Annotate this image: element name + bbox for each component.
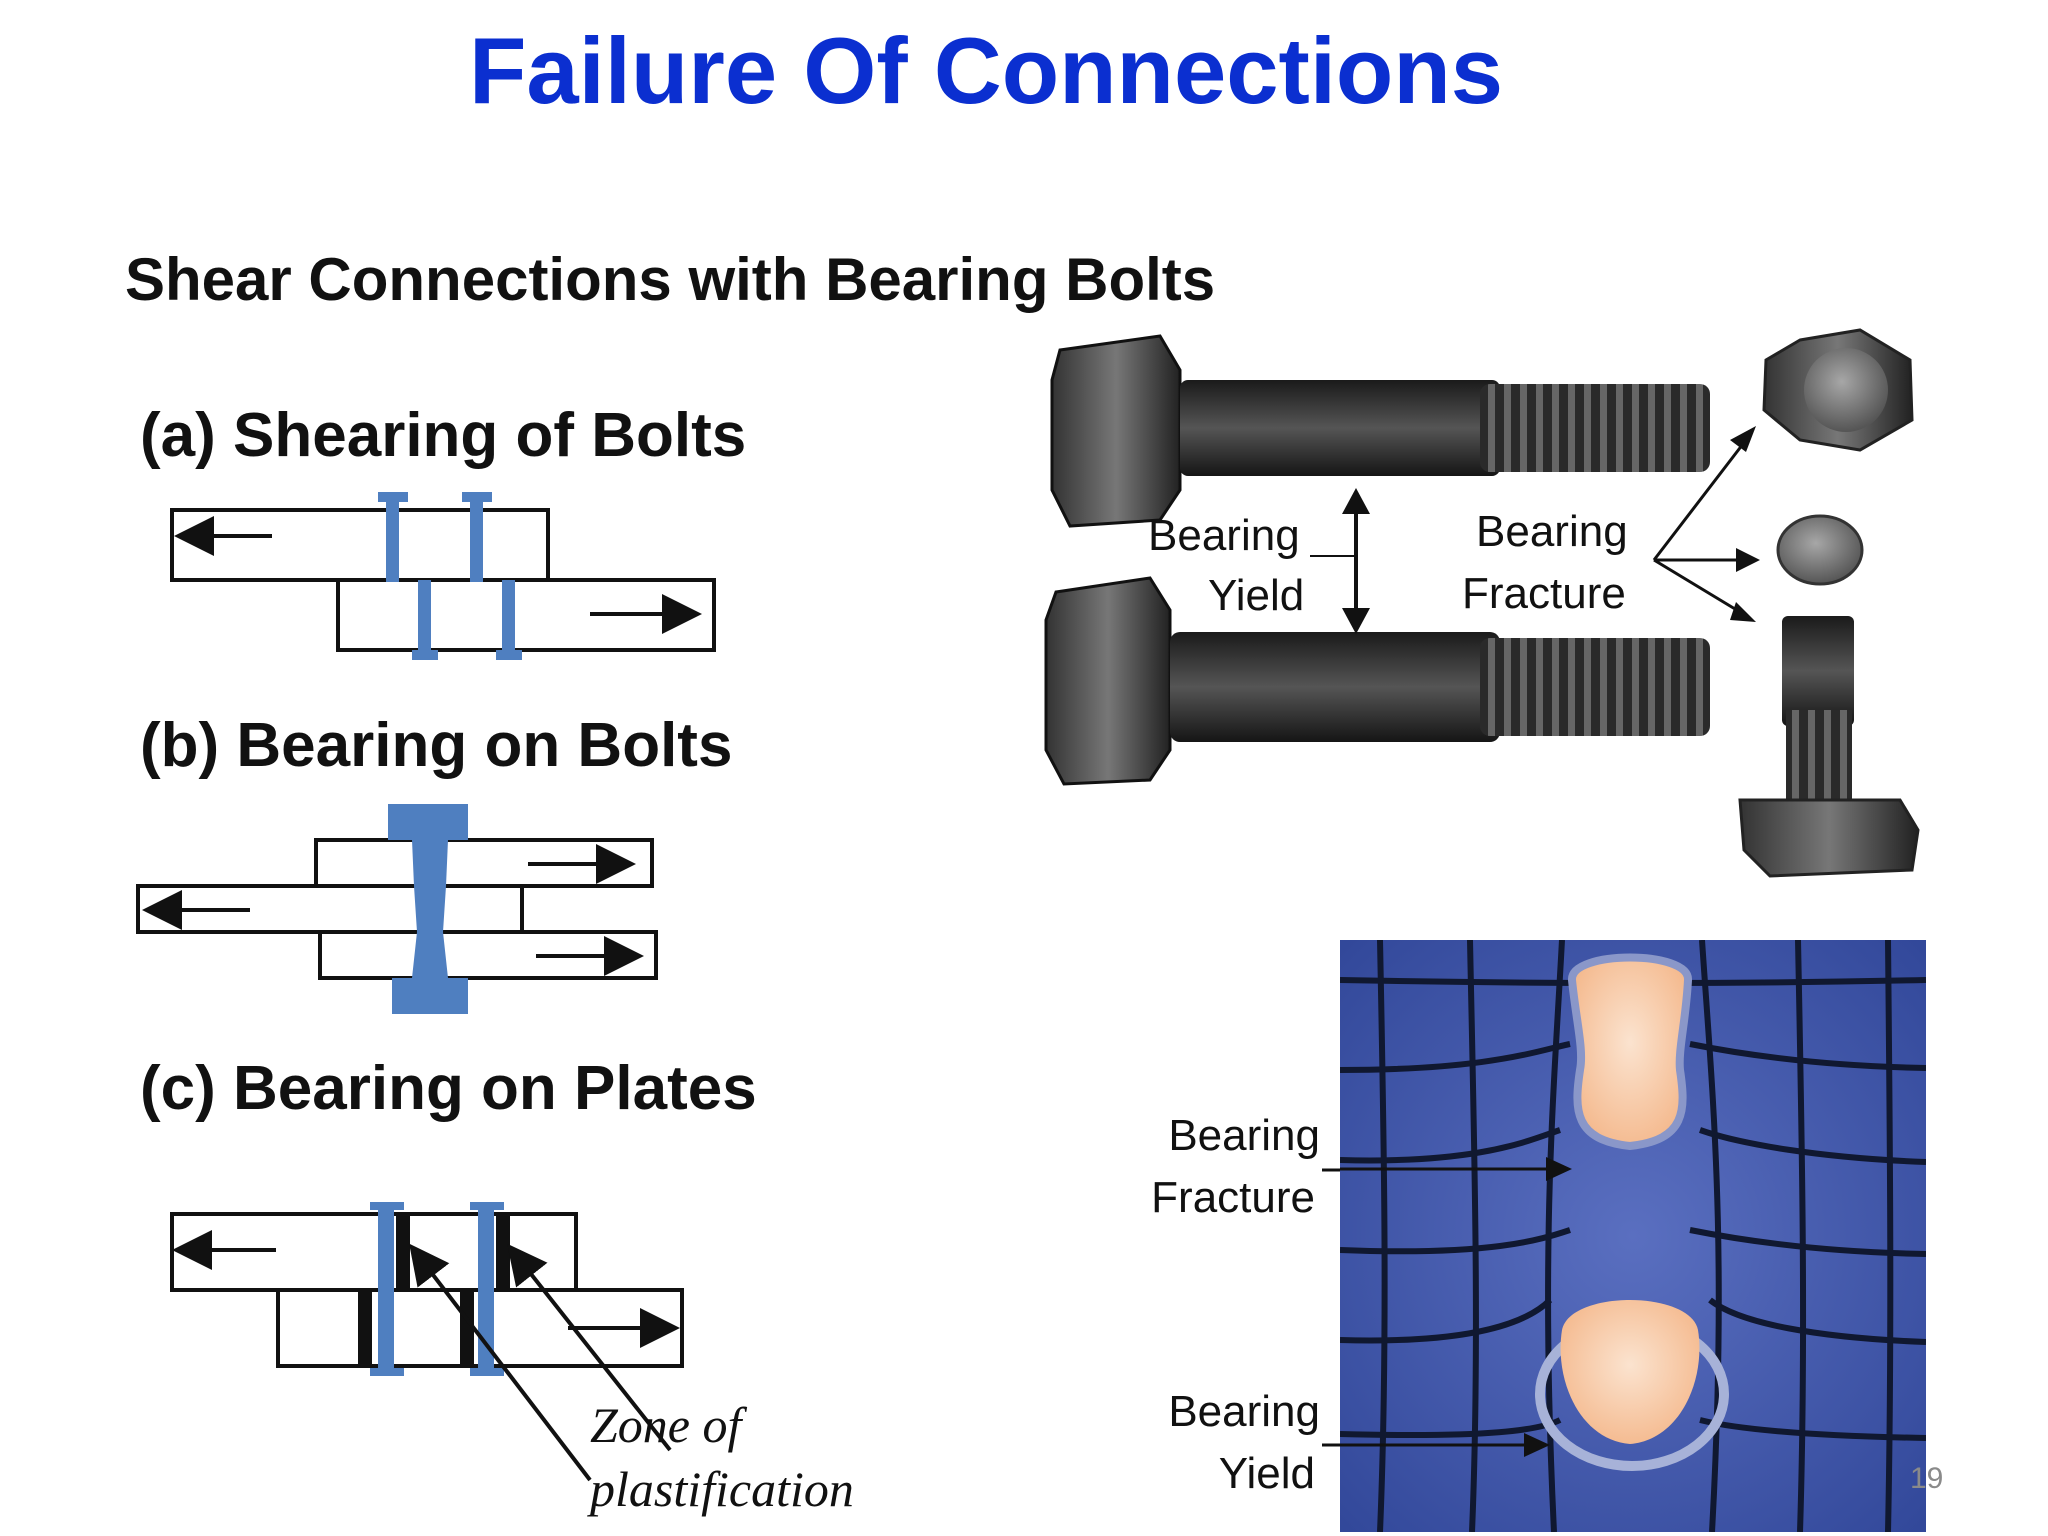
plate-bearing-fracture-line2: Fracture bbox=[1151, 1173, 1315, 1222]
diagram-bearing-on-plates: Zone of plastification bbox=[170, 1202, 854, 1517]
bolt-failure-photo: Bearing Yield Bearing Fracture bbox=[1044, 328, 1920, 878]
page-number: 19 bbox=[1910, 1462, 1944, 1495]
bearing-yield-label-line2: Yield bbox=[1208, 571, 1304, 620]
plate-bearing-yield-line1: Bearing bbox=[1168, 1387, 1320, 1436]
section-label-shearing-of-bolts: (a) Shearing of Bolts bbox=[140, 401, 747, 470]
section-label-bearing-on-plates: (c) Bearing on Plates bbox=[140, 1054, 757, 1123]
fractured-bolt-shank bbox=[1738, 616, 1920, 878]
fractured-bolt-head bbox=[1762, 328, 1914, 452]
bearing-fracture-label-line2: Fracture bbox=[1462, 569, 1626, 618]
bearing-yield-label-line1: Bearing bbox=[1148, 511, 1300, 560]
bolts bbox=[370, 1202, 504, 1376]
upper-elongated-hole bbox=[1568, 953, 1692, 1151]
zone-label-line2: plastification bbox=[587, 1461, 854, 1517]
bearing-fracture-label-line1: Bearing bbox=[1476, 507, 1628, 556]
deformed-bolt bbox=[388, 804, 468, 1014]
sheared-disc bbox=[1776, 514, 1864, 586]
zone-label-line1: Zone of bbox=[590, 1397, 748, 1453]
lower-elongated-hole bbox=[1535, 1300, 1729, 1471]
plate-photo-labels: Bearing Fracture Bearing Yield bbox=[1151, 1111, 1340, 1498]
diagram-bearing-on-bolts bbox=[136, 804, 658, 1014]
plastification-zones bbox=[358, 1216, 510, 1364]
subtitle: Shear Connections with Bearing Bolts bbox=[125, 246, 1216, 313]
lower-bolt bbox=[1044, 576, 1710, 786]
section-label-bearing-on-bolts: (b) Bearing on Bolts bbox=[140, 711, 733, 780]
upper-bolt bbox=[1050, 334, 1710, 528]
page-title: Failure Of Connections bbox=[468, 18, 1504, 123]
plate-bearing-photo bbox=[1340, 940, 1926, 1532]
plate-bearing-fracture-line1: Bearing bbox=[1168, 1111, 1320, 1160]
plate-bearing-yield-line2: Yield bbox=[1219, 1449, 1315, 1498]
sheared-bolts bbox=[378, 492, 522, 660]
diagram-shearing-of-bolts bbox=[170, 492, 716, 660]
top-plate bbox=[170, 508, 550, 582]
